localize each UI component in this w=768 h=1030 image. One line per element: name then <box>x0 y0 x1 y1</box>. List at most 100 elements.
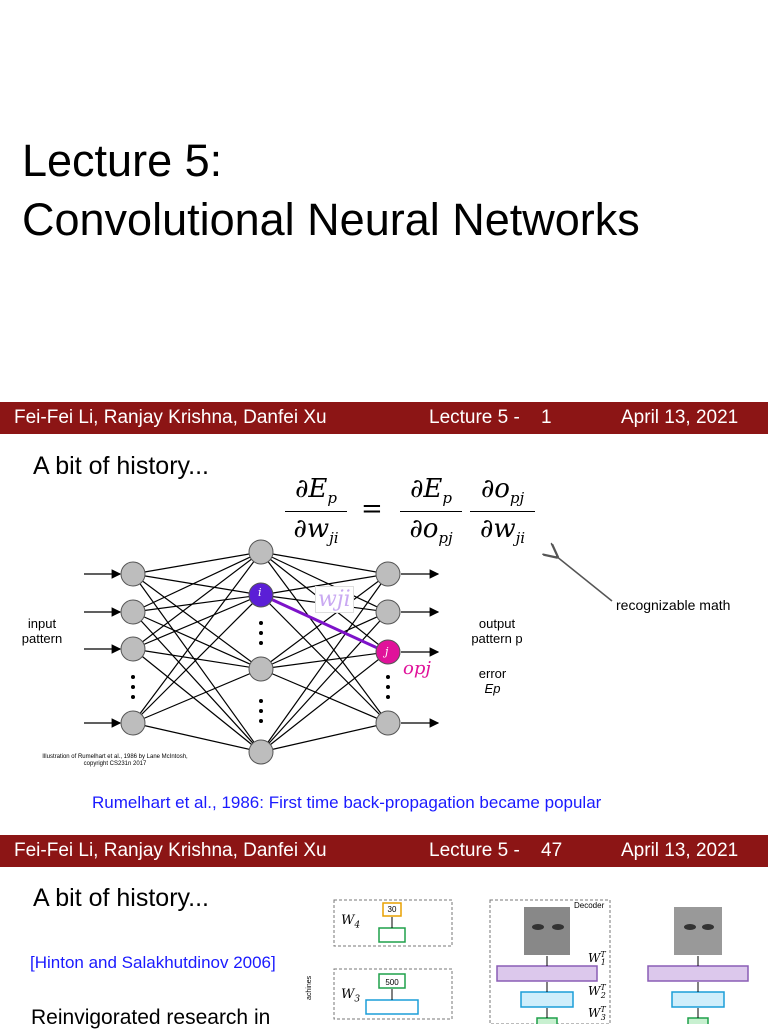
network-edge <box>260 668 389 724</box>
neural-network-diagram <box>84 539 613 765</box>
eq-r2-num: ∂o <box>480 474 510 504</box>
box-500-label: 500 <box>385 978 399 987</box>
output-node <box>375 561 401 587</box>
weight-label: wji <box>315 586 354 613</box>
network-edge <box>132 573 262 753</box>
hidden-node <box>248 739 274 765</box>
network-edge <box>260 611 389 753</box>
wt2-label: WT2 <box>588 983 606 1000</box>
network-edge <box>132 648 262 753</box>
vertical-label: achines <box>306 975 313 1000</box>
eq-lhs-den-sub: ji <box>329 529 339 548</box>
w3-label: W3 <box>341 987 360 1005</box>
w4-label: W4 <box>341 913 360 931</box>
wt2-sup: T <box>600 983 606 992</box>
network-edge <box>132 551 262 724</box>
node-i-label: i <box>258 586 262 599</box>
w4-sub: 4 <box>354 920 361 931</box>
output-node <box>375 599 401 625</box>
eq-r2-num-sub: pj <box>509 489 525 508</box>
input-node <box>120 710 146 736</box>
wt1-sup: T <box>600 950 606 959</box>
hidden-node <box>248 656 274 682</box>
body-text: Reinvigorated research in <box>31 1006 271 1029</box>
network-edge <box>132 551 262 613</box>
network-edge <box>132 668 262 724</box>
output-pattern-label: output pattern p <box>471 616 523 646</box>
eq-r1-num: ∂E <box>409 474 443 504</box>
network-edge <box>132 722 262 753</box>
eq-r1-num-sub: p <box>442 489 453 508</box>
hidden-node <box>248 539 274 565</box>
footer-date: April 13, 2021 <box>621 840 739 861</box>
input-pattern-label: input pattern <box>21 616 63 646</box>
citation: [Hinton and Salakhutdinov 2006] <box>30 953 276 972</box>
box-30-label: 30 <box>387 905 397 914</box>
network-edge <box>260 551 389 724</box>
output-symbol: opj <box>403 658 431 679</box>
wt3-sup: T <box>600 1005 606 1014</box>
network-edge <box>260 573 389 596</box>
w4-text: W <box>341 913 355 928</box>
weight-label-text: wji <box>318 587 351 612</box>
wt3-sub: 3 <box>600 1013 606 1023</box>
autoencoder-figure <box>333 899 749 1024</box>
slide-title-line1: Lecture 5: <box>22 135 223 186</box>
eq-r2-den-sub: ji <box>515 529 526 548</box>
network-edge <box>260 594 389 724</box>
w3-text: W <box>341 987 355 1002</box>
network-edge <box>132 594 262 650</box>
eq-r1-den: ∂o <box>409 514 439 544</box>
w3-sub: 3 <box>354 994 361 1005</box>
network-edge <box>132 611 262 670</box>
wt3-text: W <box>588 1006 601 1020</box>
annotation-text: recognizable math <box>616 597 731 613</box>
annotation-arrow <box>556 556 613 602</box>
node-j-label: j <box>385 645 389 658</box>
eq-lhs-num: ∂E <box>294 474 328 504</box>
input-node <box>120 599 146 625</box>
weight-highlight-edge <box>261 593 387 654</box>
slide-title-line2: Convolutional Neural Networks <box>22 194 640 245</box>
footer-authors: Fei-Fei Li, Ranjay Krishna, Danfei Xu <box>14 840 327 861</box>
network-edge <box>260 551 389 575</box>
error-label: error <box>478 666 507 681</box>
wt1-label: WT1 <box>588 950 606 967</box>
network-edge <box>260 573 389 670</box>
network-edge <box>132 594 262 613</box>
wt2-sub: 2 <box>600 991 606 1001</box>
footer-lecture: Lecture 5 - <box>429 840 520 861</box>
ellipsis-dots <box>131 621 390 723</box>
network-edge <box>132 551 262 575</box>
network-edge <box>132 551 262 650</box>
footer-date: April 13, 2021 <box>621 407 739 428</box>
wt2-text: W <box>588 984 601 998</box>
output-node-j <box>375 639 401 665</box>
slide-heading: A bit of history... <box>33 452 210 480</box>
eq-lhs-num-sub: p <box>327 489 338 508</box>
backprop-equation: ∂Ep ∂wji = ∂Ep ∂opj ∂opj ∂wji <box>285 474 545 554</box>
output-node <box>375 710 401 736</box>
input-node <box>120 636 146 662</box>
wt1-text: W <box>588 951 601 965</box>
hidden-node-i <box>248 582 274 608</box>
network-edge <box>132 611 262 753</box>
network-edge <box>132 573 262 596</box>
network-edge <box>260 651 389 670</box>
footer-page-number: 47 <box>541 840 563 861</box>
network-edge <box>260 551 389 613</box>
network-edge <box>260 611 389 670</box>
eq-lhs-den: ∂w <box>293 514 330 544</box>
slide-caption: Rumelhart et al., 1986: First time back-… <box>92 793 602 812</box>
slide-heading: A bit of history... <box>33 884 210 912</box>
decoder-label: Decoder <box>574 901 605 910</box>
footer-lecture: Lecture 5 - <box>429 407 520 428</box>
network-edge <box>260 651 389 753</box>
wt3-label: WT3 <box>588 1005 606 1022</box>
illustration-credit: Illustration of Rumelhart et al., 1986 b… <box>42 754 188 767</box>
network-edge <box>260 722 389 753</box>
eq-r2-den: ∂w <box>479 514 516 544</box>
network-edge <box>260 573 389 753</box>
error-symbol: Ep <box>484 681 501 696</box>
eq-r1-den-sub: pj <box>438 529 453 548</box>
